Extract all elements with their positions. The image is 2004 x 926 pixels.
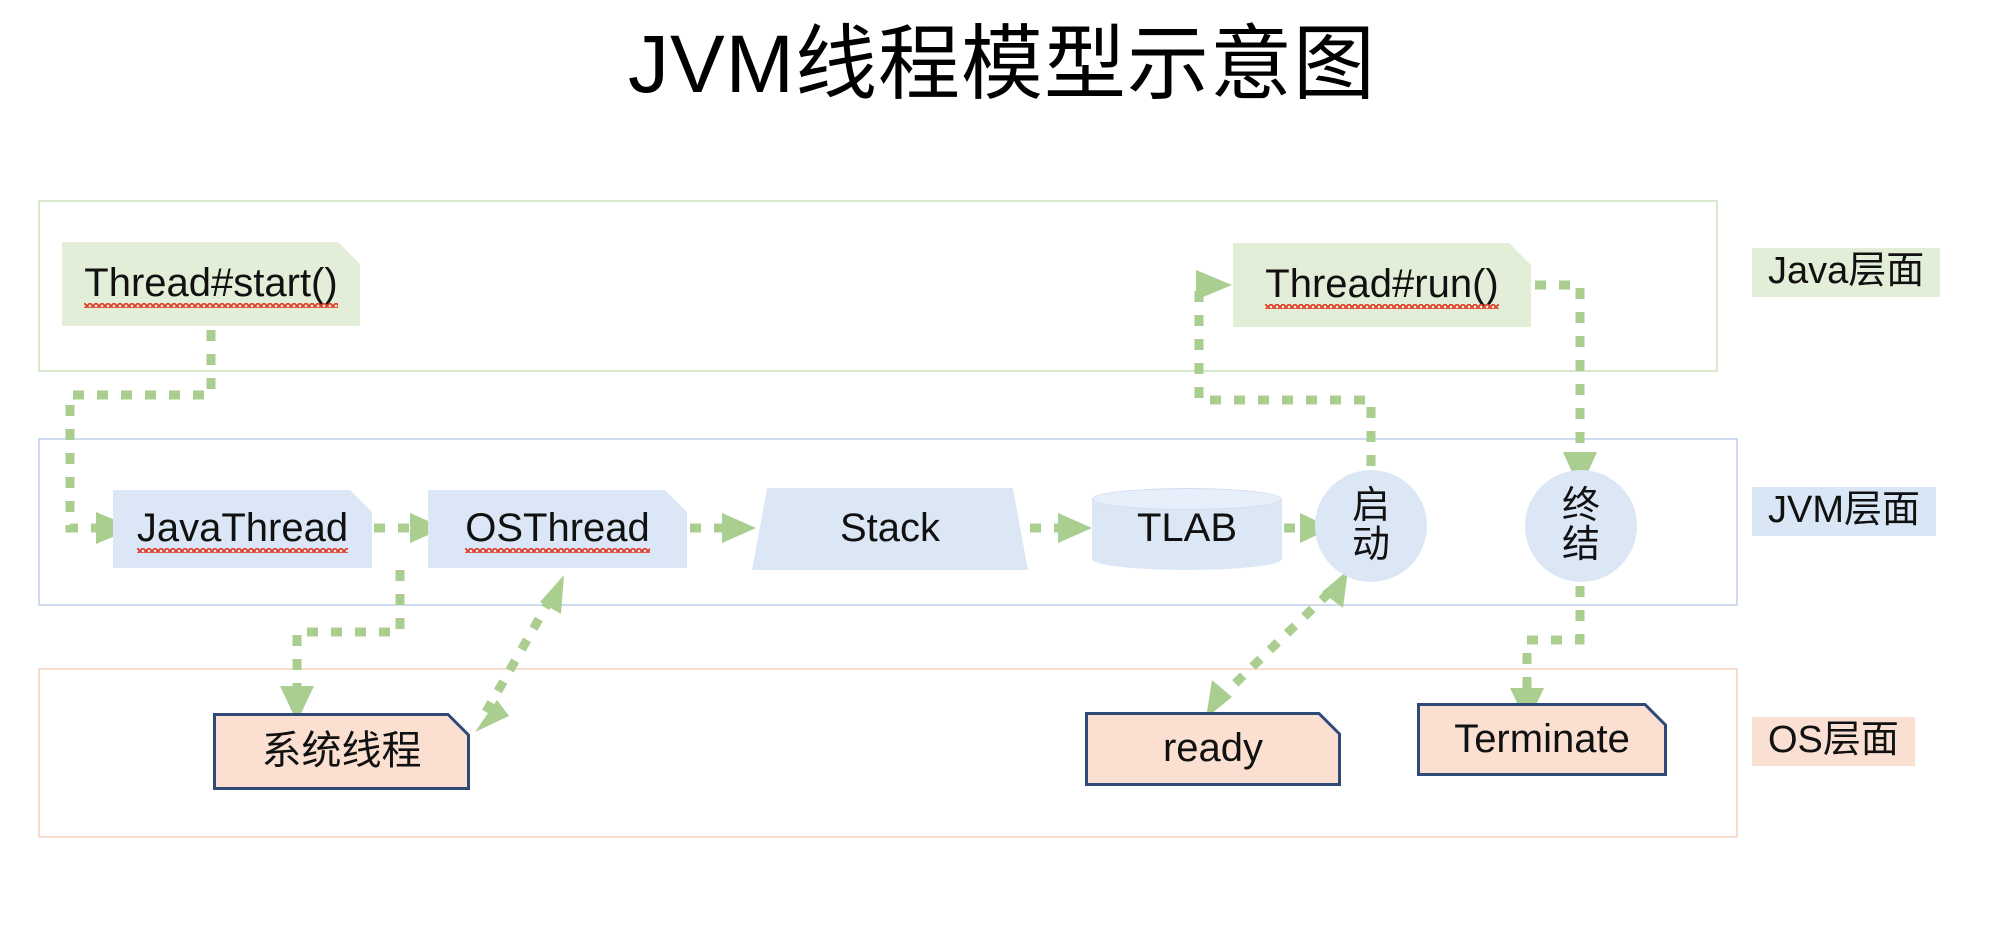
node-thread-run-label: Thread#run() — [1265, 262, 1499, 307]
legend-java-layer-label: Java层面 — [1768, 250, 1925, 292]
node-thread-start[interactable]: Thread#start() — [62, 242, 360, 326]
node-tlab-label-wrap: TLAB — [1092, 488, 1282, 570]
legend-jvm-layer-label: JVM层面 — [1768, 489, 1921, 531]
node-thread-start-label: Thread#start() — [84, 261, 338, 306]
node-terminate-label-wrap: Terminate — [1417, 703, 1667, 776]
node-terminate[interactable]: Terminate — [1417, 703, 1667, 776]
node-tlab[interactable]: TLAB — [1092, 488, 1282, 570]
legend-jvm-layer: JVM层面 — [1752, 487, 1937, 536]
node-javathread-label: JavaThread — [136, 506, 349, 551]
node-ready[interactable]: ready — [1085, 712, 1341, 786]
node-stack[interactable]: Stack — [752, 488, 1028, 570]
legend-java-layer: Java层面 — [1752, 248, 1941, 297]
node-system-thread[interactable]: 系统线程 — [213, 713, 470, 790]
node-zhongjie-label: 终结 — [1561, 485, 1600, 566]
node-system-thread-label: 系统线程 — [261, 728, 422, 773]
node-thread-run[interactable]: Thread#run() — [1233, 243, 1531, 327]
node-qidong-label: 启动 — [1351, 485, 1390, 566]
legend-os-layer-label: OS层面 — [1768, 719, 1899, 761]
cylinder-bottom-shape — [1092, 548, 1282, 570]
node-system-thread-label-wrap: 系统线程 — [213, 713, 470, 790]
node-zhongjie[interactable]: 终结 — [1525, 470, 1637, 582]
node-osthread-label: OSThread — [465, 506, 650, 551]
node-qidong[interactable]: 启动 — [1315, 470, 1427, 582]
legend-os-layer: OS层面 — [1752, 717, 1915, 766]
node-ready-label: ready — [1162, 726, 1264, 771]
node-ready-label-wrap: ready — [1085, 712, 1341, 786]
node-terminate-label: Terminate — [1454, 716, 1630, 761]
cylinder-top-shape — [1092, 488, 1282, 510]
node-tlab-label: TLAB — [1136, 506, 1238, 551]
page-title: JVM线程模型示意图 — [627, 19, 1376, 110]
node-stack-label: Stack — [839, 506, 941, 551]
node-osthread[interactable]: OSThread — [428, 490, 687, 568]
node-javathread[interactable]: JavaThread — [113, 490, 372, 568]
